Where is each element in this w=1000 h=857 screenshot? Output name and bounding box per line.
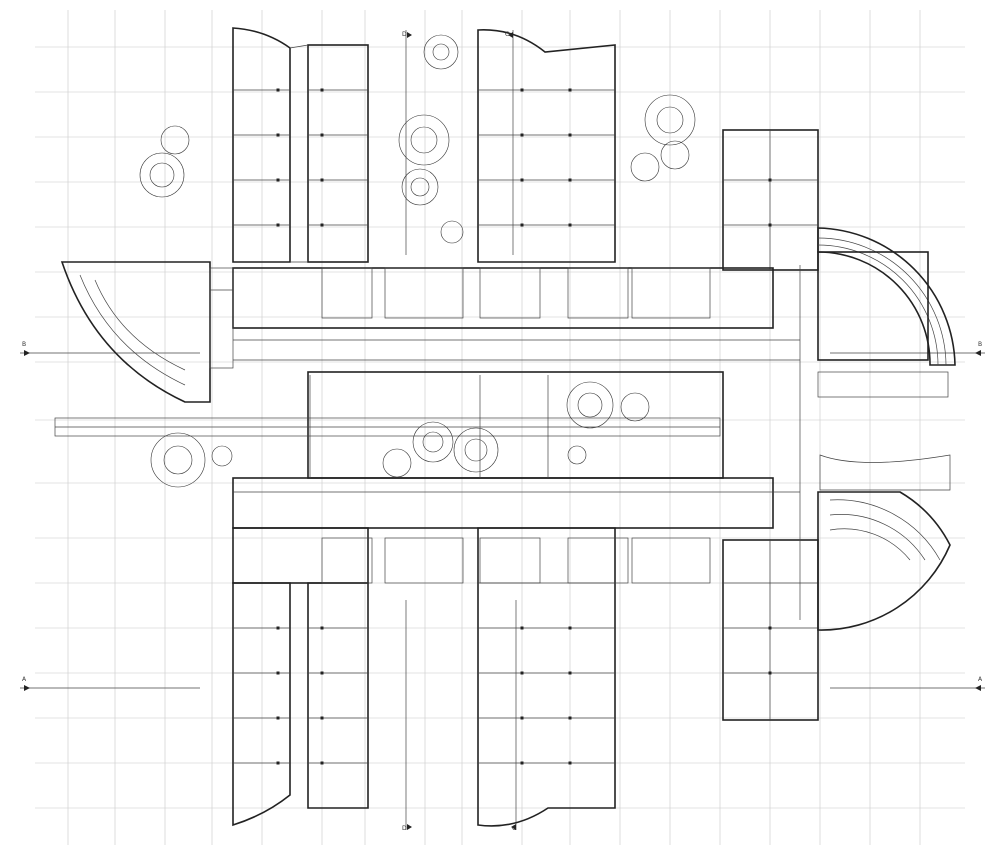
tree-icon bbox=[160, 125, 190, 155]
tree-icon bbox=[423, 34, 459, 70]
column-marker bbox=[768, 671, 772, 675]
wing-top-middle bbox=[477, 29, 616, 263]
column-marker bbox=[320, 671, 324, 675]
section-mark-left-top: B bbox=[22, 341, 26, 348]
tree-icon bbox=[620, 392, 650, 422]
tree-icon bbox=[412, 421, 454, 463]
wing-right bbox=[722, 129, 819, 721]
column-marker bbox=[568, 88, 572, 92]
column-marker bbox=[520, 178, 524, 182]
column-marker bbox=[568, 761, 572, 765]
column-marker bbox=[520, 761, 524, 765]
column-marker bbox=[276, 88, 280, 92]
column-marker bbox=[276, 223, 280, 227]
column-marker bbox=[320, 88, 324, 92]
column-marker bbox=[568, 178, 572, 182]
tree-icon bbox=[630, 152, 660, 182]
left-fan-hall bbox=[60, 261, 234, 403]
tree-icon bbox=[139, 152, 185, 198]
wing-top-left bbox=[232, 27, 369, 263]
right-auditoria bbox=[799, 227, 956, 631]
tree-icon bbox=[566, 381, 614, 429]
section-marks: B A B A D C D C bbox=[20, 30, 985, 832]
column-marker bbox=[320, 178, 324, 182]
tree-icon bbox=[660, 140, 690, 170]
tree-icon bbox=[382, 448, 412, 478]
section-mark-top-a: D bbox=[402, 31, 407, 38]
column-marker bbox=[520, 223, 524, 227]
section-mark-top-b: C bbox=[505, 31, 509, 38]
column-marker bbox=[768, 626, 772, 630]
section-mark-left-bottom: A bbox=[22, 676, 27, 683]
column-marker bbox=[520, 88, 524, 92]
column-marker bbox=[568, 133, 572, 137]
tree-icon bbox=[644, 94, 696, 146]
tree-icon bbox=[453, 427, 499, 473]
column-marker bbox=[768, 223, 772, 227]
column-marker bbox=[320, 223, 324, 227]
column-marker bbox=[320, 133, 324, 137]
column-marker bbox=[320, 626, 324, 630]
column-marker bbox=[520, 626, 524, 630]
column-marker bbox=[276, 178, 280, 182]
column-marker bbox=[520, 671, 524, 675]
column-marker bbox=[276, 716, 280, 720]
central-circulation bbox=[54, 267, 800, 584]
column-marker bbox=[568, 716, 572, 720]
section-mark-bottom-a: D bbox=[402, 825, 407, 832]
column-marker bbox=[276, 626, 280, 630]
tree-icon bbox=[211, 445, 233, 467]
tree-icon bbox=[401, 168, 439, 206]
structural-columns bbox=[276, 88, 772, 765]
trees bbox=[139, 34, 696, 488]
tree-icon bbox=[567, 445, 587, 465]
column-marker bbox=[320, 716, 324, 720]
wing-bottom-left bbox=[232, 527, 369, 827]
column-marker bbox=[520, 133, 524, 137]
tree-icon bbox=[398, 114, 450, 166]
column-marker bbox=[320, 761, 324, 765]
column-marker bbox=[568, 626, 572, 630]
tree-icon bbox=[150, 432, 206, 488]
section-mark-right-bottom: A bbox=[978, 676, 983, 683]
column-marker bbox=[568, 671, 572, 675]
column-marker bbox=[768, 178, 772, 182]
wing-bottom-middle bbox=[477, 527, 616, 827]
tree-icon bbox=[440, 220, 464, 244]
column-marker bbox=[276, 671, 280, 675]
column-marker bbox=[568, 223, 572, 227]
column-marker bbox=[276, 761, 280, 765]
section-mark-right-top: B bbox=[978, 341, 982, 348]
column-marker bbox=[520, 716, 524, 720]
column-marker bbox=[276, 133, 280, 137]
